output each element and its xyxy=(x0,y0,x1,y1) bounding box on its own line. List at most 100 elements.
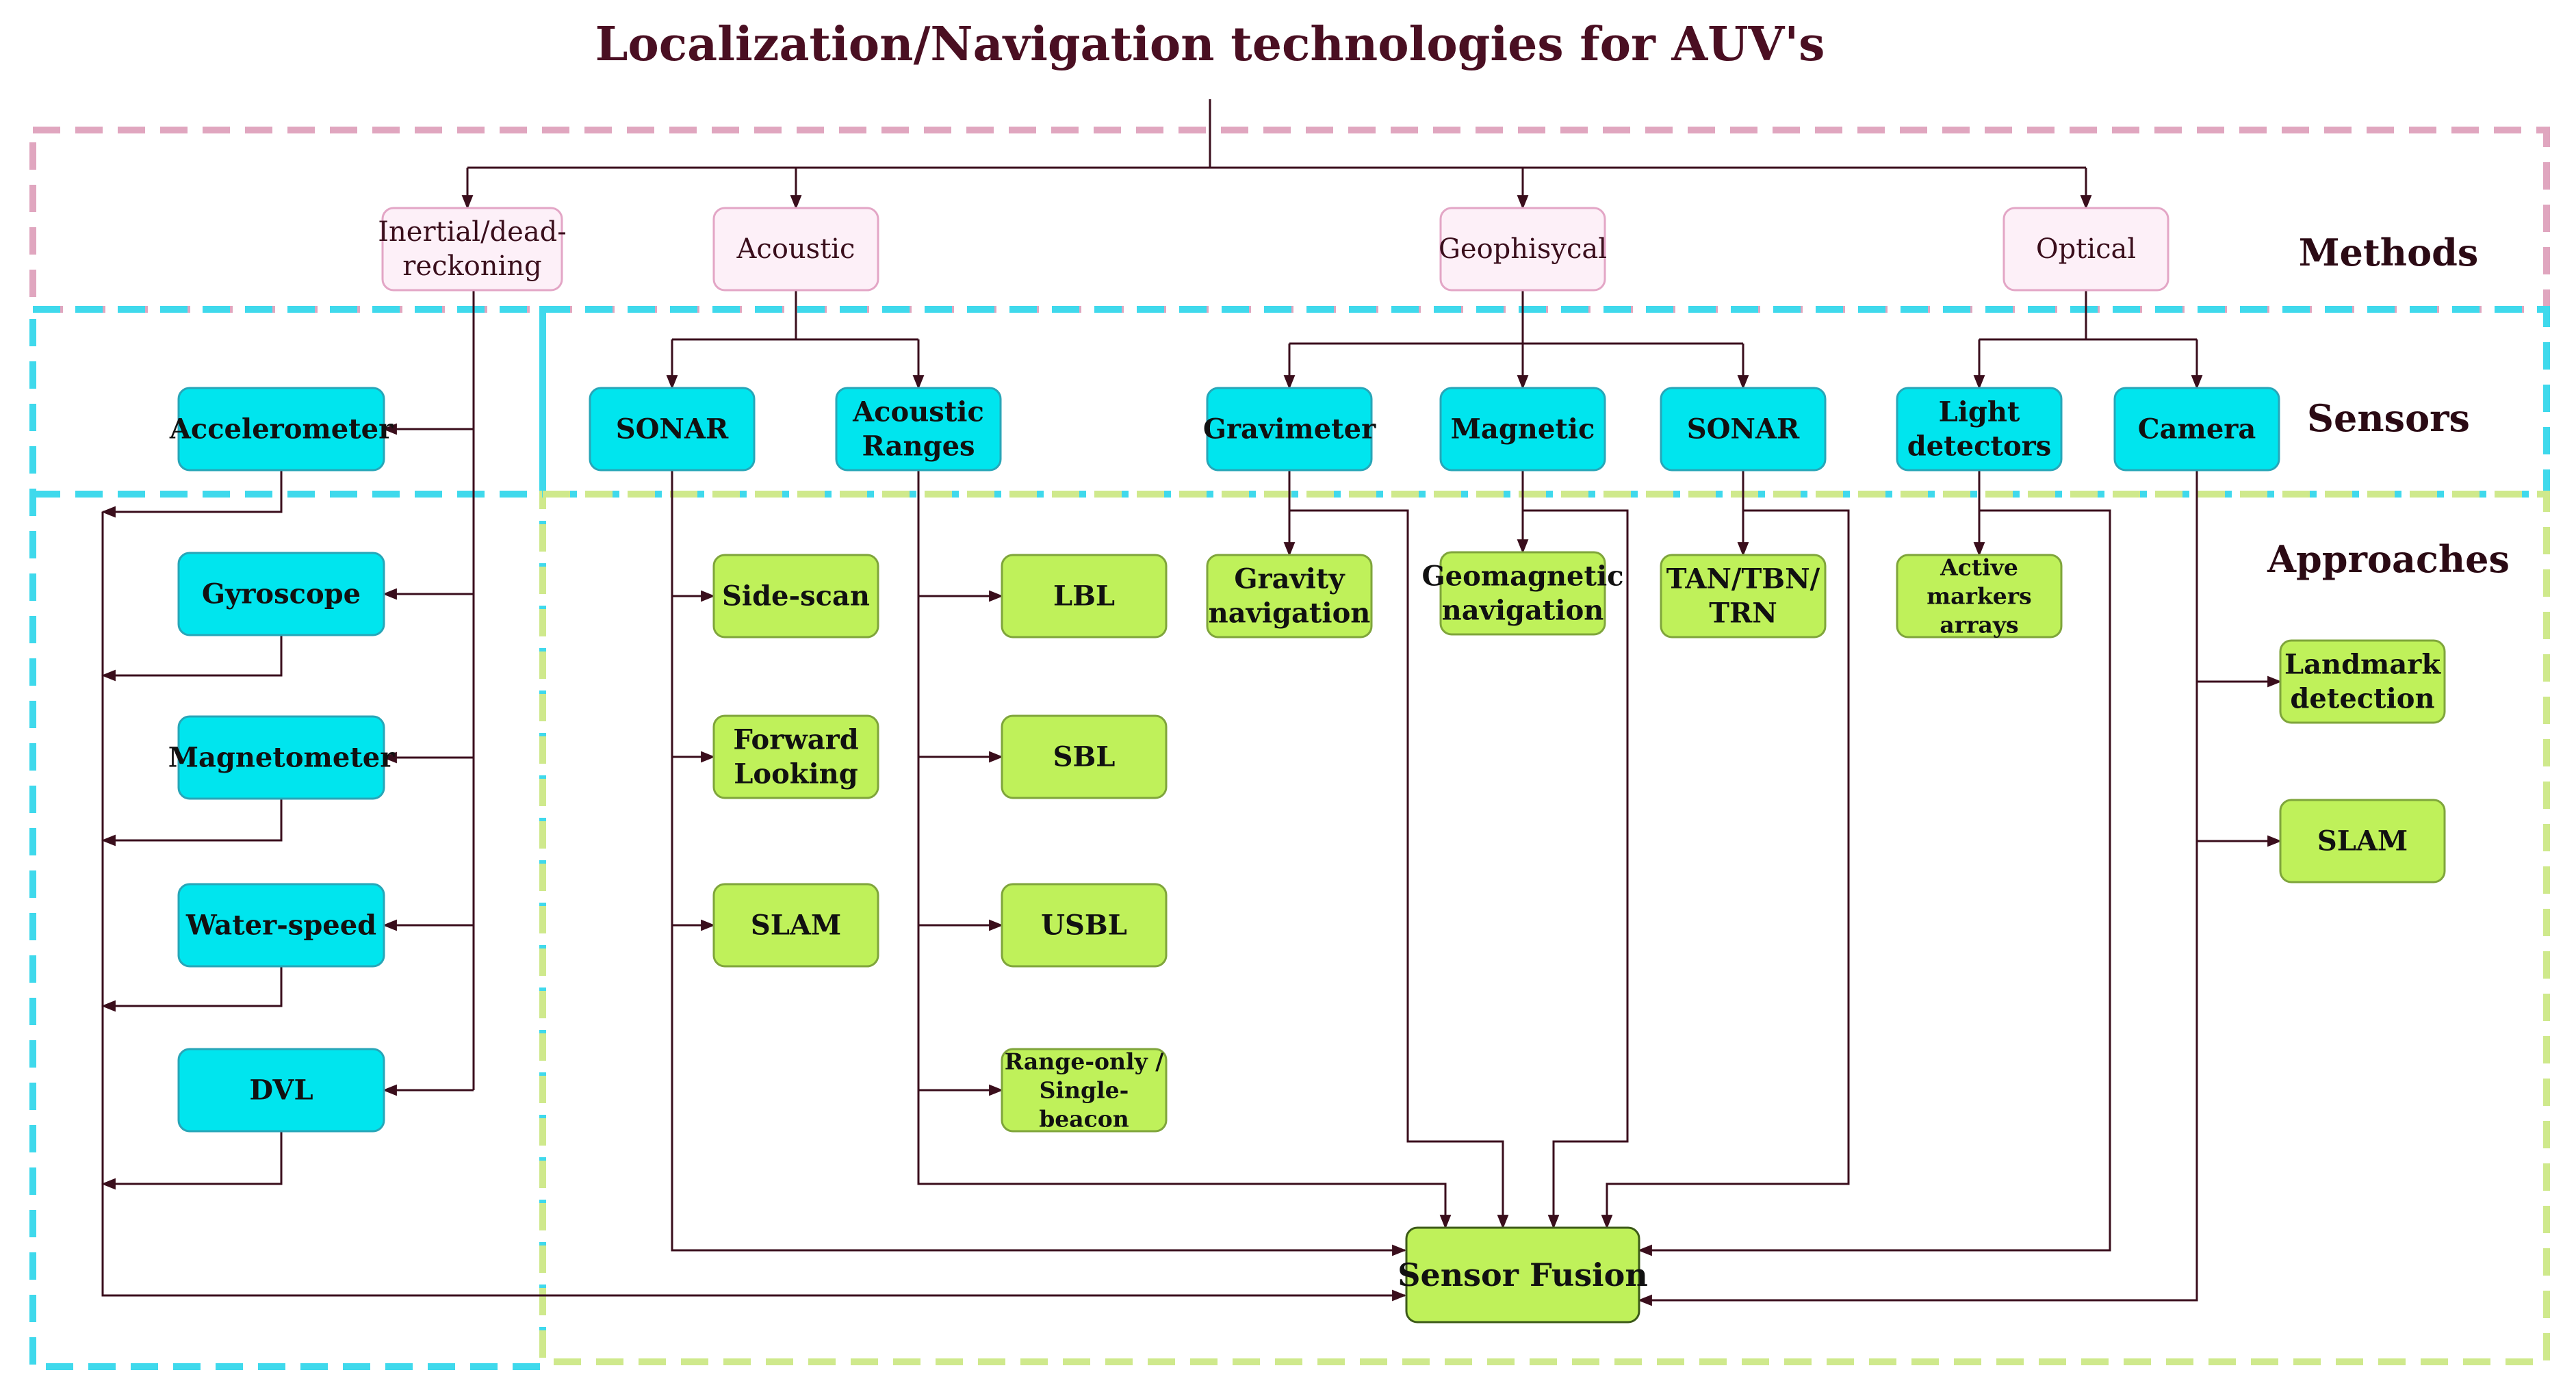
approach-slam-sonar-label-line: SLAM xyxy=(751,909,841,942)
sensor-accelerometer-box xyxy=(177,387,385,472)
sensor-camera-label-line: Camera xyxy=(2138,413,2256,446)
approach-range-only-single-beacon-label-line: beacon xyxy=(1039,1106,1129,1133)
approach-lbl-box xyxy=(1001,554,1168,638)
approach-sbl-label-line: SBL xyxy=(1053,741,1116,773)
sensor-fusion-node-label-line: Sensor Fusion xyxy=(1398,1256,1648,1293)
approach-active-markers-arrays-label-line: markers xyxy=(1927,583,2032,610)
connector-ranges-spine xyxy=(917,470,1452,1230)
sensor-light-detectors-label-line: detectors xyxy=(1907,430,2051,463)
approach-geomagnetic-navigation-label-line: navigation xyxy=(1442,595,1604,627)
approaches-region xyxy=(539,491,2550,1365)
sensor-fusion-node: Sensor Fusion xyxy=(1398,1226,1648,1324)
sensor-gravimeter: Gravimeter xyxy=(1203,387,1376,472)
connector-sonar-spine xyxy=(671,470,1407,1256)
approach-range-only-single-beacon-label-line: Single- xyxy=(1040,1077,1129,1104)
approach-active-markers-arrays-box xyxy=(1896,554,2063,638)
connector-sonar-geo-to-fusion xyxy=(1601,509,1850,1230)
diagram-title: Localization/Navigation technologies for… xyxy=(595,17,1825,72)
approach-landmark-detection-box xyxy=(2279,639,2446,724)
approach-gravity-navigation-box xyxy=(1206,554,1373,638)
approach-sbl-box xyxy=(1001,714,1168,799)
approach-slam-sonar: SLAM xyxy=(712,883,879,968)
approach-slam-camera-label-line: SLAM xyxy=(2317,825,2408,857)
sensor-magnetic-box xyxy=(1439,387,1606,472)
sensor-water-speed-box xyxy=(177,883,385,968)
connector-gyroscope-out xyxy=(101,635,283,682)
approach-active-markers-arrays-label-line: arrays xyxy=(1940,612,2018,638)
approach-forward-looking-box xyxy=(712,714,879,799)
sensor-gravimeter-box xyxy=(1206,387,1373,472)
sensor-gyroscope-label-line: Gyroscope xyxy=(202,578,361,610)
sensor-camera-box xyxy=(2113,387,2280,472)
approach-slam-camera-box xyxy=(2279,799,2446,883)
connector-dvl-out xyxy=(101,1131,283,1190)
sensor-sonar-geophysical-label-line: SONAR xyxy=(1687,413,1800,446)
connector-light-to-fusion xyxy=(1637,509,2111,1256)
sensor-sonar-acoustic: SONAR xyxy=(589,387,756,472)
approach-lbl-label-line: LBL xyxy=(1053,580,1115,612)
sensor-water-speed-label-line: Water-speed xyxy=(185,909,376,942)
method-geophysical-label-line: Geophisycal xyxy=(1439,233,1607,265)
approach-tan-tbn-trn: TAN/TBN/TRN xyxy=(1660,554,1827,638)
approach-side-scan-box xyxy=(712,554,879,638)
approach-gravity-navigation-label-line: navigation xyxy=(1209,597,1371,630)
approach-side-scan-label-line: Side-scan xyxy=(722,580,870,612)
sensor-accelerometer-label-line: Accelerometer xyxy=(169,413,394,446)
approach-geomagnetic-navigation-box xyxy=(1439,551,1606,636)
approach-landmark-detection-label-line: detection xyxy=(2290,683,2434,715)
sensor-sonar-acoustic-label-line: SONAR xyxy=(616,413,729,446)
approach-gravity-navigation-label-line: Gravity xyxy=(1234,563,1345,595)
sensor-light-detectors-label-line: Light xyxy=(1939,396,2020,428)
sensor-gyroscope-box xyxy=(177,552,385,636)
approaches-layer-label: Approaches xyxy=(2267,537,2510,581)
sensor-acoustic-ranges-label-line: Ranges xyxy=(862,430,975,463)
approach-range-only-single-beacon-box xyxy=(1001,1048,1168,1133)
method-acoustic-label-line: Acoustic xyxy=(736,233,855,265)
connector-camera-spine xyxy=(1637,470,2198,1306)
sensor-camera: Camera xyxy=(2113,387,2280,472)
approach-lbl: LBL xyxy=(1001,554,1168,638)
connector-gravimeter-to-fusion xyxy=(1289,509,1509,1230)
sensor-water-speed: Water-speed xyxy=(177,883,385,968)
sensor-light-detectors-box xyxy=(1896,387,2063,472)
sensor-accelerometer: Accelerometer xyxy=(169,387,394,472)
sensor-sonar-acoustic-box xyxy=(589,387,756,472)
connector-accelerometer-out xyxy=(101,470,283,518)
approach-range-only-single-beacon-label-line: Range-only / xyxy=(1005,1048,1165,1075)
sensor-sonar-geophysical: SONAR xyxy=(1660,387,1827,472)
sensor-magnetometer-box xyxy=(177,715,385,800)
approach-landmark-detection-label-line: Landmark xyxy=(2284,649,2441,681)
sensor-gravimeter-label-line: Gravimeter xyxy=(1203,413,1376,446)
sensors-layer-label: Sensors xyxy=(2307,396,2470,440)
approach-slam-sonar-box xyxy=(712,883,879,968)
approach-active-markers-arrays-label-line: Active xyxy=(1940,554,2018,581)
method-inertial-dead-reckoning-label-line: reckoning xyxy=(402,250,541,282)
sensor-magnetic-label-line: Magnetic xyxy=(1451,413,1595,446)
sensor-acoustic-ranges-box xyxy=(835,387,1002,472)
sensor-dvl-label-line: DVL xyxy=(249,1074,313,1107)
method-geophysical: Geophisycal xyxy=(1439,207,1607,292)
approach-tan-tbn-trn-label-line: TAN/TBN/ xyxy=(1666,563,1820,595)
connector-magnetic-to-fusion xyxy=(1523,509,1629,1230)
approach-side-scan: Side-scan xyxy=(712,554,879,638)
approach-usbl: USBL xyxy=(1001,883,1168,968)
sensor-acoustic-ranges-label-line: Acoustic xyxy=(852,396,984,428)
approach-tan-tbn-trn-label-line: TRN xyxy=(1709,597,1777,630)
method-optical: Optical xyxy=(2002,207,2169,292)
approach-sbl: SBL xyxy=(1001,714,1168,799)
approach-tan-tbn-trn-box xyxy=(1660,554,1827,638)
sensor-magnetometer: Magnetometer xyxy=(168,715,395,800)
approach-forward-looking-label-line: Looking xyxy=(734,758,858,790)
method-optical-label-line: Optical xyxy=(2036,233,2136,265)
methods-layer-label: Methods xyxy=(2299,231,2479,274)
sensor-magnetic: Magnetic xyxy=(1439,387,1606,472)
approach-usbl-label-line: USBL xyxy=(1041,909,1127,942)
